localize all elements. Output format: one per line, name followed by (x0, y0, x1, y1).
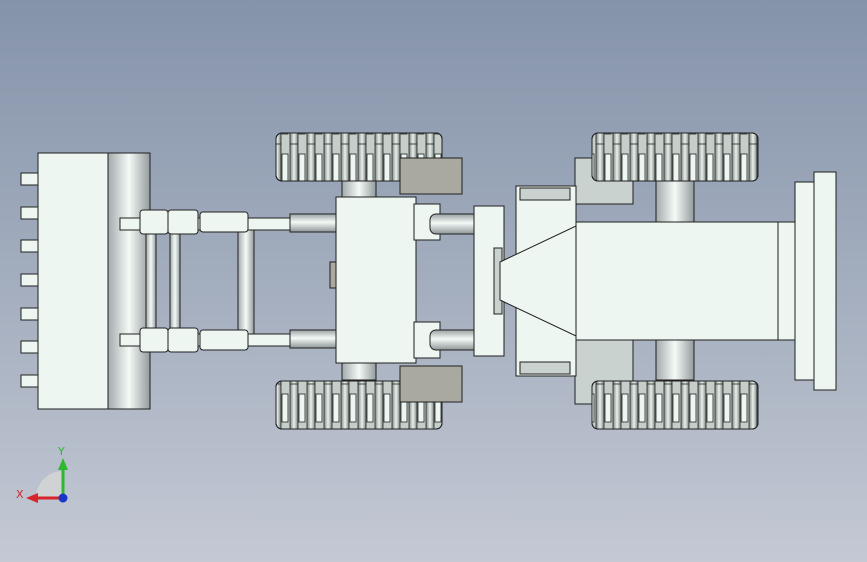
bucket-back (107, 152, 151, 410)
lift-cylinder-bottom (289, 329, 339, 349)
bucket[interactable] (20, 152, 151, 410)
x-axis-label: X (16, 488, 24, 501)
lift-cylinder-top (289, 213, 339, 233)
rear-body[interactable] (575, 171, 837, 391)
engine-hood (575, 221, 781, 341)
view-orientation-triad-icon (26, 458, 68, 503)
front-chassis (335, 196, 417, 364)
bucket-teeth (20, 172, 40, 388)
front-frame[interactable] (329, 196, 505, 364)
wheels-front[interactable] (275, 132, 463, 430)
lift-arms[interactable] (119, 209, 339, 353)
articulation-joint[interactable] (499, 185, 601, 377)
rear-left-tire (591, 132, 759, 182)
y-axis-label: Y (57, 445, 65, 458)
rear-right-tire (591, 380, 759, 430)
